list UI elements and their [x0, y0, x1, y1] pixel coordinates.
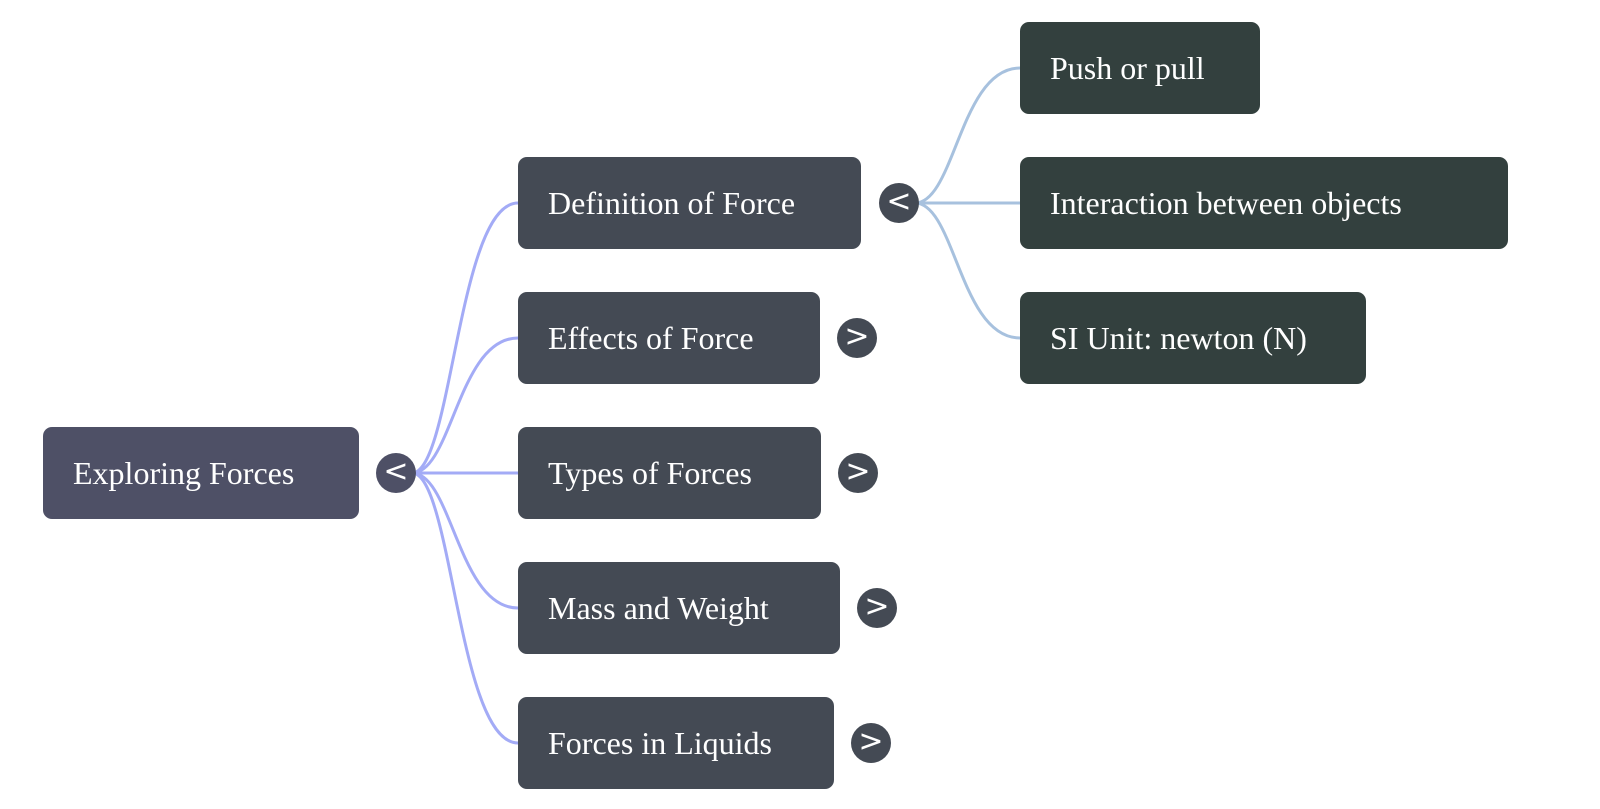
root-link-1 — [411, 336, 519, 475]
chevron-right-icon: > — [844, 319, 870, 354]
chevron-left-icon: < — [383, 454, 409, 489]
leaf-node-push-or-pull[interactable]: Push or pull — [1020, 22, 1260, 114]
expand-toggle-forces-in-liquids[interactable]: > — [851, 723, 891, 763]
branch-label: Definition of Force — [548, 185, 796, 221]
leaf-node-si-unit[interactable]: SI Unit: newton (N) — [1020, 292, 1366, 384]
leaf-label: SI Unit: newton (N) — [1050, 320, 1307, 356]
expand-toggle-mass-and-weight[interactable]: > — [857, 588, 897, 628]
collapse-toggle-definition-of-force[interactable]: < — [879, 183, 919, 223]
branch-node-definition-of-force[interactable]: Definition of Force — [518, 157, 861, 249]
chevron-right-icon: > — [858, 724, 884, 759]
root-link-0 — [411, 201, 519, 475]
collapse-toggle-root[interactable]: < — [376, 453, 416, 493]
branch-label: Effects of Force — [548, 320, 754, 356]
root-link-4 — [411, 471, 519, 745]
branch-node-effects-of-force[interactable]: Effects of Force — [518, 292, 820, 384]
chevron-right-icon: > — [864, 589, 890, 624]
root-link-3 — [411, 471, 519, 610]
chevron-left-icon: < — [886, 184, 912, 219]
leaf-label: Push or pull — [1050, 50, 1205, 86]
leaf-label: Interaction between objects — [1050, 185, 1402, 221]
root-node[interactable]: Exploring Forces — [43, 427, 359, 519]
branch-label: Forces in Liquids — [548, 725, 772, 761]
leaf-node-interaction-between-objects[interactable]: Interaction between objects — [1020, 157, 1508, 249]
branch-node-mass-and-weight[interactable]: Mass and Weight — [518, 562, 840, 654]
root-node-label: Exploring Forces — [73, 455, 295, 491]
branch-label: Mass and Weight — [548, 590, 769, 626]
expand-toggle-types-of-forces[interactable]: > — [838, 453, 878, 493]
expand-toggle-effects-of-force[interactable]: > — [837, 318, 877, 358]
chevron-right-icon: > — [845, 454, 871, 489]
branch-link-0 — [914, 66, 1021, 205]
branch-node-forces-in-liquids[interactable]: Forces in Liquids — [518, 697, 834, 789]
branch-link-2 — [914, 201, 1021, 340]
branch-label: Types of Forces — [548, 455, 752, 491]
branch-node-types-of-forces[interactable]: Types of Forces — [518, 427, 821, 519]
